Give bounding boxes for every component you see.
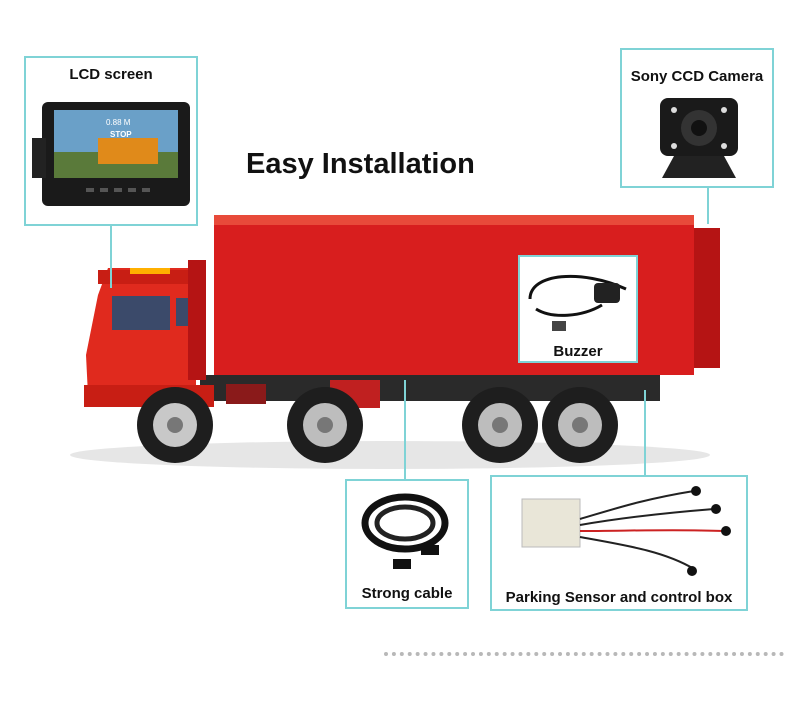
sensor-leader-line: [644, 390, 646, 478]
buzzer-callout: Buzzer: [518, 255, 638, 363]
sensor-label: Parking Sensor and control box: [505, 589, 733, 606]
wheel-icon: [137, 387, 618, 463]
sensor-kit-icon: [521, 486, 731, 576]
lcd-stop-text: STOP: [110, 130, 132, 139]
lcd-leader-line: [110, 226, 112, 288]
cable-label: Strong cable: [361, 585, 453, 602]
cable-icon: [361, 493, 449, 569]
lcd-monitor-icon: [32, 102, 190, 206]
lcd-screen-label: LCD screen: [69, 66, 153, 83]
camera-label: Sony CCD Camera: [630, 68, 764, 85]
lcd-screen-callout: LCD screen 0.88 M STOP: [24, 56, 198, 226]
camera-callout: Sony CCD Camera: [620, 48, 774, 188]
buzzer-label: Buzzer: [553, 343, 603, 360]
page-title: Easy Installation: [246, 148, 475, 180]
lcd-distance-text: 0.88 M: [106, 118, 131, 127]
camera-icon: [660, 98, 738, 178]
camera-leader-line: [707, 188, 709, 224]
cable-callout: Strong cable: [345, 479, 469, 609]
dotted-divider: [384, 652, 784, 656]
monitor-buttons: [86, 188, 150, 192]
buzzer-icon: [528, 274, 627, 331]
cable-leader-line: [404, 380, 406, 480]
sensor-callout: Parking Sensor and control box: [490, 475, 748, 611]
